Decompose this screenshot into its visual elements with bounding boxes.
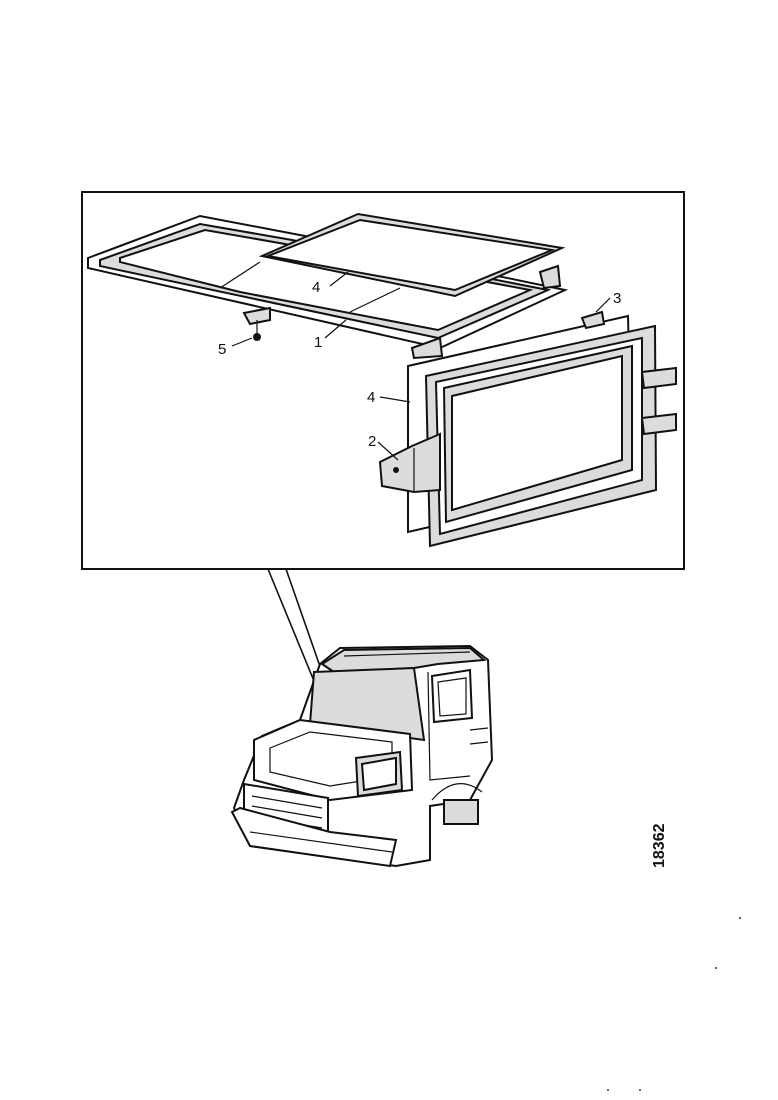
bracket-part-2 [378, 432, 441, 494]
fastener-part-5 [253, 320, 261, 341]
callout-4-top: 4 [312, 279, 320, 296]
clip-part-3 [580, 310, 606, 330]
callout-2: 2 [368, 433, 376, 450]
callout-5: 5 [218, 341, 226, 358]
callout-4-side: 4 [367, 389, 375, 406]
window-frame-part-4 [407, 314, 658, 548]
callout-leaders [231, 271, 611, 461]
panel-part-4-top [258, 212, 566, 298]
callout-3: 3 [613, 290, 621, 307]
figure-number: 18362 [651, 823, 668, 868]
callout-1: 1 [314, 334, 322, 351]
truck-cab-illustration [230, 644, 494, 868]
hinges [640, 366, 677, 436]
scan-specks [607, 917, 741, 1091]
detail-frame [81, 191, 685, 570]
frame-part-1 [87, 214, 569, 360]
